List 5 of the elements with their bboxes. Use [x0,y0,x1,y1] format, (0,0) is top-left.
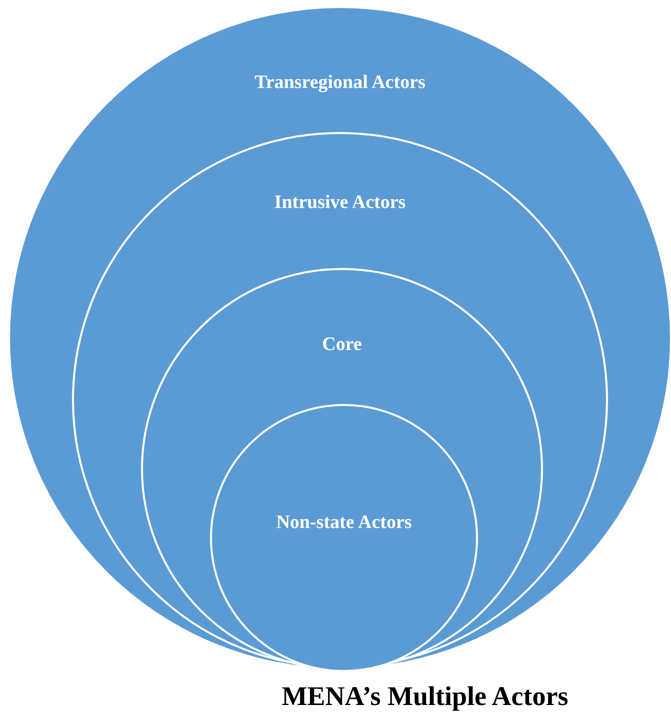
caption: MENA’s Multiple Actors [280,680,570,712]
circle-label: Intrusive Actors [274,191,406,215]
circle-label: Transregional Actors [254,71,426,95]
circle-label: Core [322,333,362,357]
circle-label: Non-state Actors [276,511,412,535]
